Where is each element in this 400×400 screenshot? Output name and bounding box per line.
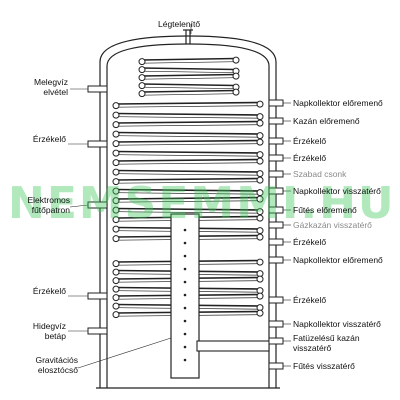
hot-water-outlet-label: Melegvíz elvétel	[33, 77, 68, 97]
upper-coil-tube	[115, 139, 261, 143]
distribution-hole	[183, 254, 187, 258]
heating-return-pipe	[196, 340, 270, 352]
leader-line	[77, 337, 172, 369]
distribution-hole	[183, 267, 187, 271]
connection-label: Napkollektor visszatérő	[293, 186, 381, 196]
connection-label: Napkollektor előremenő	[293, 98, 383, 108]
connection-label: Gázkazán visszatérő	[293, 220, 372, 230]
sensor-label: Érzékelő	[32, 134, 66, 144]
connection-label: Fatüzelésű kazán visszatérő	[293, 333, 360, 353]
distribution-hole	[183, 293, 187, 297]
upper-coil-tube	[115, 101, 261, 105]
upper-coil-tube	[115, 177, 261, 181]
upper-coil-top-tube	[141, 67, 237, 71]
upper-coil-top-tube	[141, 57, 237, 61]
upper-coil-top-tube	[141, 83, 237, 87]
upper-coil-tube	[115, 150, 261, 154]
connection-label: Fűtés előremenő	[293, 205, 357, 215]
upper-coil-tube	[115, 207, 261, 211]
upper-coil-top-tube	[141, 89, 237, 93]
hot-water-stub	[87, 85, 108, 93]
sensor-stub	[87, 140, 108, 148]
pipe-connections	[87, 85, 284, 370]
upper-coil-tube	[115, 196, 261, 200]
connection-label: Érzékelő	[293, 237, 327, 247]
distribution-hole	[183, 319, 187, 323]
right-stub	[268, 296, 284, 304]
right-stub	[268, 320, 284, 328]
upper-coil-tube	[115, 131, 261, 135]
connection-label: Érzékelő	[293, 153, 327, 163]
sensor-label: Érzékelő	[32, 286, 66, 296]
cold-water-inlet-label: Hidegvíz betáp	[32, 321, 66, 341]
air-vent-pipe	[183, 29, 193, 44]
upper-coil-tube	[115, 112, 261, 116]
right-stub	[268, 221, 284, 229]
right-stub	[268, 137, 284, 145]
right-stub	[268, 206, 284, 214]
upper-coil-tube	[115, 158, 261, 162]
right-stub	[268, 256, 284, 264]
air-vent-label: Légtelenítő	[158, 19, 201, 29]
upper-coil-tube	[115, 169, 261, 173]
connection-label: Érzékelő	[293, 136, 327, 146]
right-stub	[268, 117, 284, 125]
connection-label: Fűtés visszatérő	[293, 361, 355, 371]
distribution-hole	[183, 306, 187, 310]
sensor-stub	[87, 292, 108, 300]
distribution-hole	[183, 241, 187, 245]
right-stub	[268, 238, 284, 246]
upper-coil-tube	[115, 188, 261, 192]
distribution-hole	[183, 228, 187, 232]
connection-label: Napkollektor előremenő	[293, 255, 383, 265]
upper-coil-top-tube	[141, 73, 237, 77]
distribution-hole	[183, 332, 187, 336]
right-stub	[268, 154, 284, 162]
label-leader-lines	[68, 24, 291, 369]
right-stub	[268, 362, 284, 370]
gravity-distribution-pipe	[170, 213, 270, 379]
heating-element-stub	[87, 201, 108, 209]
distribution-hole	[183, 280, 187, 284]
right-stub	[268, 170, 284, 178]
upper-coil-tube	[115, 120, 261, 124]
cold-water-stub	[87, 327, 108, 335]
gravity-distribution-pipe-label: Gravitációs elosztócső	[35, 355, 78, 375]
electric-heating-element-label: Elektromos fűtőpatron	[27, 195, 70, 215]
right-stub	[268, 99, 284, 107]
right-stub	[268, 187, 284, 195]
distribution-hole	[183, 345, 187, 349]
connection-label: Érzékelő	[293, 295, 327, 305]
connection-label: Kazán előremenő	[293, 116, 360, 126]
distribution-hole	[183, 358, 187, 362]
tank-body	[96, 35, 280, 389]
leader-line	[69, 204, 89, 208]
right-stub	[268, 337, 284, 345]
connection-label: Napkollektor visszatérő	[293, 319, 381, 329]
connection-label: Szabad csonk	[293, 169, 347, 179]
